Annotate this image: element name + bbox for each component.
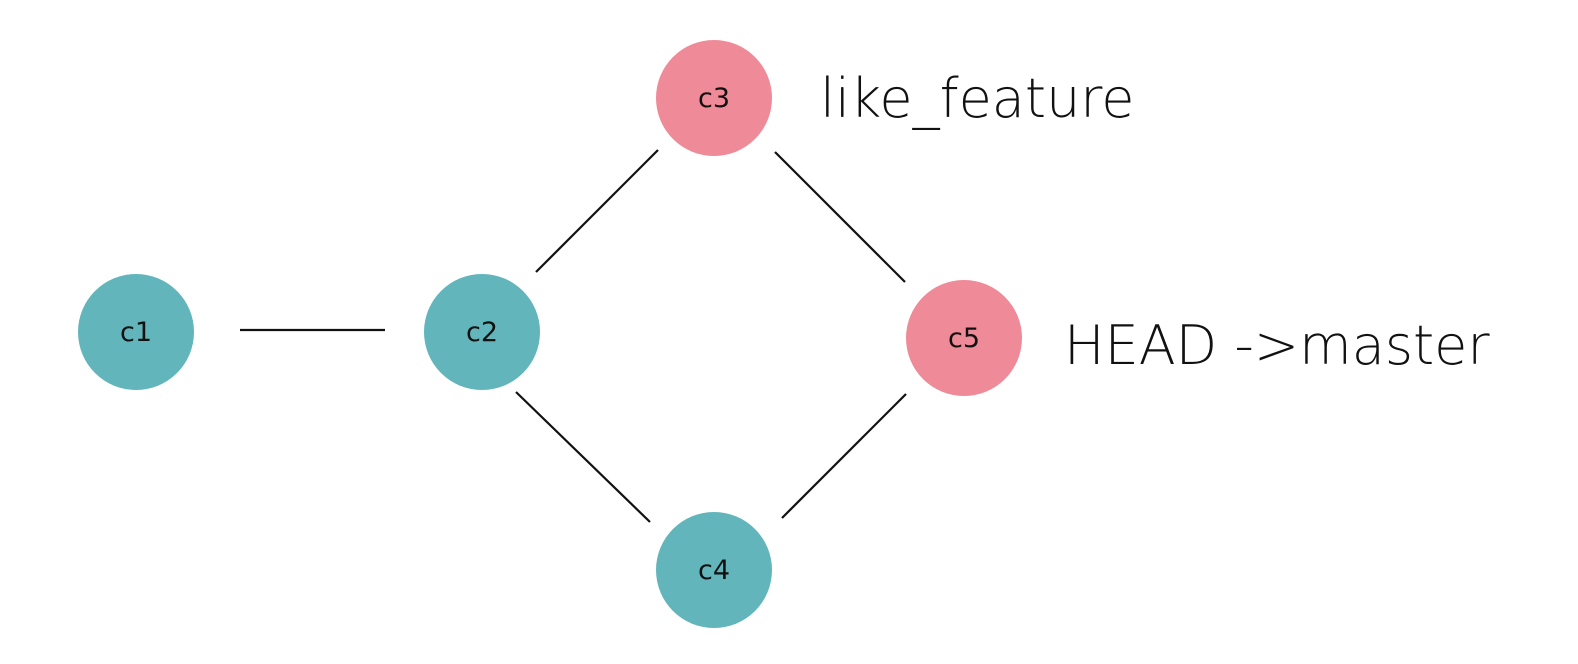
commit-circle-c5 [906,280,1022,396]
commit-circle-c1 [78,274,194,390]
branch-label-head-master: HEAD ->master [1064,314,1490,377]
commit-node-c4[interactable]: c4 [656,512,772,628]
commit-circle-c2 [424,274,540,390]
commit-node-c1[interactable]: c1 [78,274,194,390]
commit-label-c5: c5 [948,323,980,354]
commit-label-c1: c1 [120,317,152,348]
commit-edges [240,149,907,523]
commit-circle-c3 [656,40,772,156]
commit-nodes: c1 c2 c3 c4 c5 [78,40,1022,628]
branch-labels: like_feature HEAD ->master [820,67,1490,377]
commit-label-c4: c4 [698,555,730,586]
edge-c4-c5 [781,393,907,519]
branch-label-like-feature: like_feature [820,67,1135,130]
commit-node-c2[interactable]: c2 [424,274,540,390]
edge-c2-c3 [535,149,659,273]
edge-c3-c5 [774,151,906,283]
commit-node-c3[interactable]: c3 [656,40,772,156]
edge-c2-c4 [515,391,651,523]
commit-node-c5[interactable]: c5 [906,280,1022,396]
commit-label-c3: c3 [698,83,730,114]
commit-circle-c4 [656,512,772,628]
commit-label-c2: c2 [466,317,498,348]
